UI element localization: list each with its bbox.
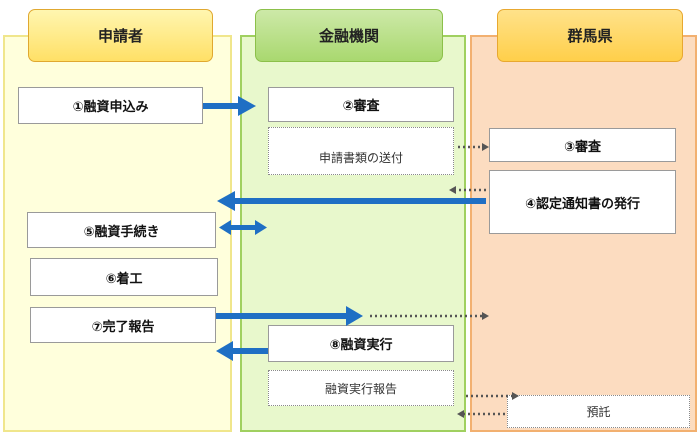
step6-construction-start: ⑥着工 xyxy=(30,258,218,296)
step2-review: ②審査 xyxy=(268,87,454,122)
step4-certification-notice: ④認定通知書の発行 xyxy=(489,170,676,234)
step8-loan-execution: ⑧融資実行 xyxy=(268,325,454,362)
step1-loan-application: ①融資申込み xyxy=(18,87,203,124)
deposit-box: 預託 xyxy=(507,395,690,428)
applicant-header: 申請者 xyxy=(28,9,213,62)
send-documents-box: 申請書類の送付 xyxy=(268,127,454,175)
bank-header: 金融機関 xyxy=(255,9,443,62)
step7-completion-report: ⑦完了報告 xyxy=(30,307,216,343)
step5-loan-procedure: ⑤融資手続き xyxy=(27,212,216,248)
step3-review: ③審査 xyxy=(489,128,676,162)
prefecture-header: 群馬県 xyxy=(497,9,683,62)
execution-report-box: 融資実行報告 xyxy=(268,370,454,406)
